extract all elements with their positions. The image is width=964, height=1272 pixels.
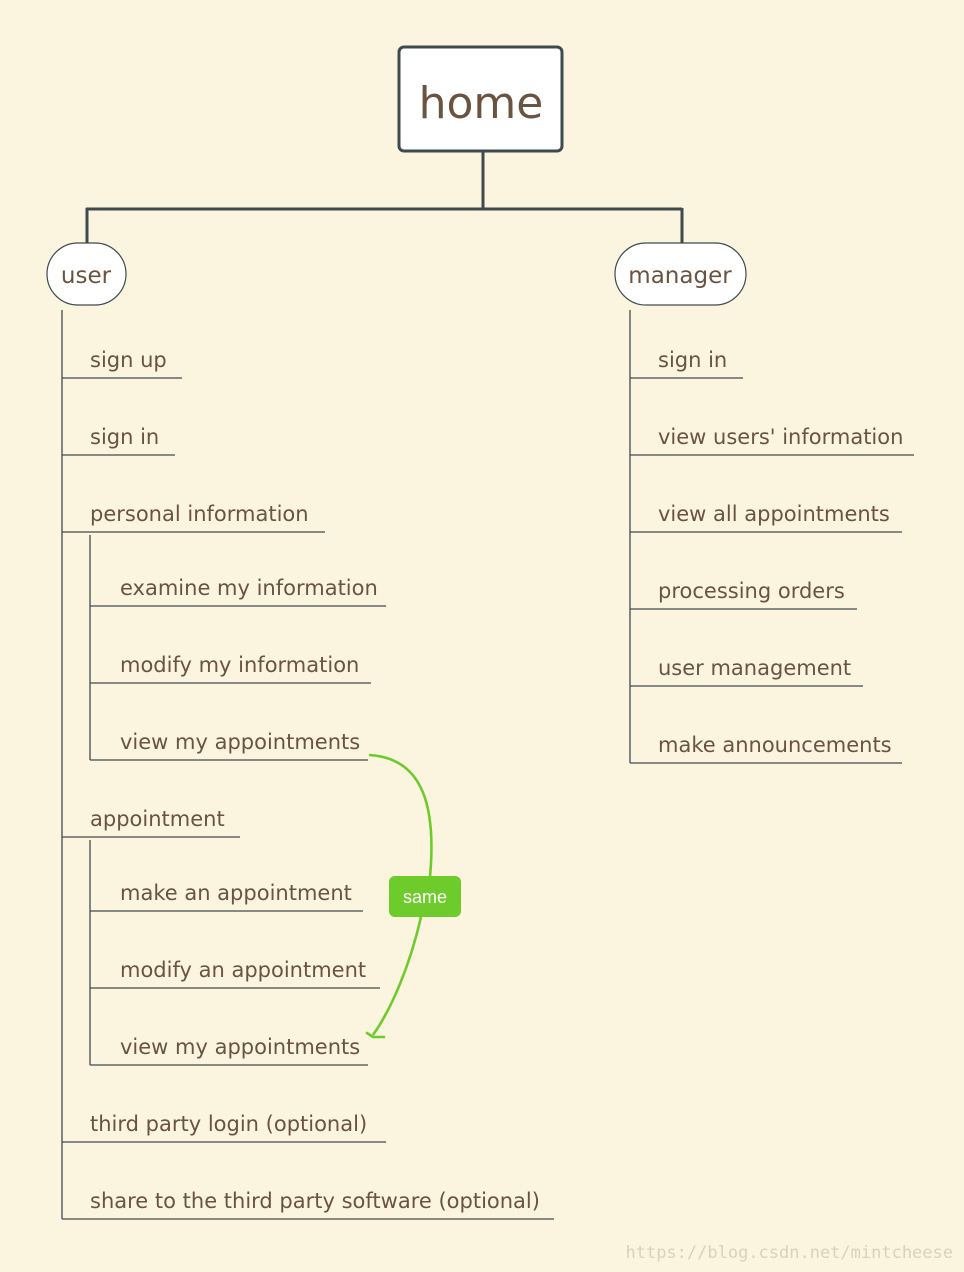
watermark: https://blog.csdn.net/mintcheese xyxy=(625,1243,953,1263)
same-relation[interactable]: same xyxy=(365,753,461,1039)
relation-label-box xyxy=(389,876,461,917)
item-view-users-info[interactable]: view users' information xyxy=(658,425,903,449)
item-make-announcements[interactable]: make announcements xyxy=(658,733,892,757)
item-make-appointment[interactable]: make an appointment xyxy=(120,881,352,905)
item-appointment[interactable]: appointment xyxy=(90,807,225,831)
item-share-third-party[interactable]: share to the third party software (optio… xyxy=(90,1189,540,1213)
user-label: user xyxy=(61,263,112,289)
user-tree-lines xyxy=(61,310,554,1220)
relation-label: same xyxy=(403,887,447,907)
root-box xyxy=(397,45,564,153)
item-sign-up[interactable]: sign up xyxy=(90,348,167,372)
relation-curve-bottom xyxy=(371,916,423,1036)
manager-label: manager xyxy=(628,263,732,289)
item-manager-sign-in[interactable]: sign in xyxy=(658,348,727,372)
item-processing-orders[interactable]: processing orders xyxy=(658,579,845,603)
item-modify-appointment[interactable]: modify an appointment xyxy=(120,958,366,982)
item-user-management[interactable]: user management xyxy=(658,656,851,680)
item-user-sign-in[interactable]: sign in xyxy=(90,425,159,449)
manager-pill xyxy=(614,242,747,306)
manager-tree-labels: sign in view users' information view all… xyxy=(658,348,903,757)
item-view-appointments-1[interactable]: view my appointments xyxy=(120,730,360,754)
root-label: home xyxy=(419,78,544,129)
user-node[interactable]: user xyxy=(46,242,127,306)
root-node[interactable]: home xyxy=(397,45,564,153)
root-connectors xyxy=(85,151,684,243)
manager-tree-lines xyxy=(629,310,914,764)
item-view-all-appointments[interactable]: view all appointments xyxy=(658,502,890,526)
manager-node[interactable]: manager xyxy=(614,242,747,306)
user-pill xyxy=(46,242,127,306)
item-examine-info[interactable]: examine my information xyxy=(120,576,378,600)
relation-arrowhead xyxy=(365,1031,386,1039)
item-modify-info[interactable]: modify my information xyxy=(120,653,359,677)
user-tree-labels: sign up sign in personal information exa… xyxy=(90,348,540,1213)
item-view-appointments-2[interactable]: view my appointments xyxy=(120,1035,360,1059)
relation-curve-top xyxy=(368,753,433,878)
item-third-party-login[interactable]: third party login (optional) xyxy=(90,1112,367,1136)
item-personal-information[interactable]: personal information xyxy=(90,502,309,526)
